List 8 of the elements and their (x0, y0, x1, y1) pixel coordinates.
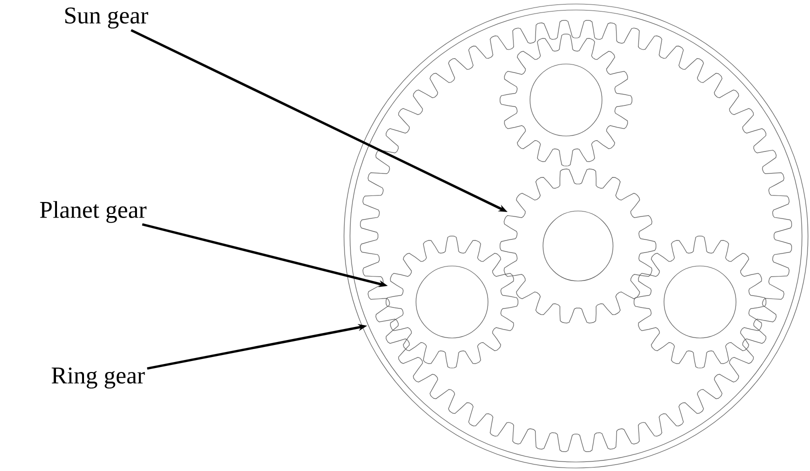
gear-drawing (500, 34, 632, 166)
gear-drawing (386, 236, 518, 368)
part-label: Sun gear (65, 7, 148, 29)
gear-drawing (500, 168, 656, 324)
part-label: Planet gear (40, 201, 146, 223)
ring-gear-drawing (344, 4, 808, 468)
gear-drawing (634, 236, 766, 368)
part-label: Ring gear (52, 367, 145, 389)
